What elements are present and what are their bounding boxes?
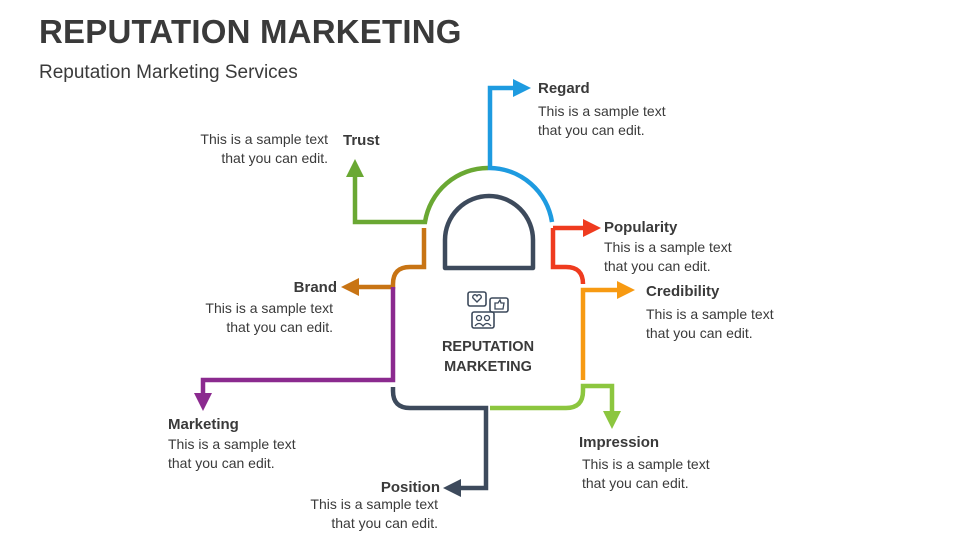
trust-label: Trust	[343, 132, 380, 149]
marketing-label: Marketing	[168, 416, 239, 433]
center-label-line2: MARKETING	[444, 359, 532, 375]
regard-desc-line2: that you can edit.	[538, 122, 645, 138]
marketing-desc-line2: that you can edit.	[168, 455, 275, 471]
marketing-desc: This is a sample text that you can edit.	[168, 435, 296, 473]
brand-connector	[341, 228, 427, 296]
popularity-label: Popularity	[604, 219, 678, 236]
position-desc-line2: that you can edit.	[331, 515, 438, 531]
regard-label: Regard	[538, 80, 590, 97]
brand-desc-line1: This is a sample text	[205, 300, 333, 316]
position-connector	[390, 387, 489, 497]
position-desc: This is a sample text that you can edit.	[298, 495, 438, 533]
brand-desc: This is a sample text that you can edit.	[193, 299, 333, 337]
impression-desc-line2: that you can edit.	[582, 475, 689, 491]
credibility-desc-line2: that you can edit.	[646, 325, 753, 341]
credibility-label: Credibility	[646, 283, 720, 300]
popularity-desc-line2: that you can edit.	[604, 258, 711, 274]
trust-connector	[346, 159, 489, 225]
popularity-connector	[550, 228, 592, 285]
impression-desc-line1: This is a sample text	[582, 456, 710, 472]
page-subtitle: Reputation Marketing Services	[39, 62, 298, 83]
regard-desc-line1: This is a sample text	[538, 103, 666, 119]
position-desc-line1: This is a sample text	[310, 496, 438, 512]
credibility-desc-line1: This is a sample text	[646, 306, 774, 322]
regard-desc: This is a sample text that you can edit.	[538, 102, 666, 140]
impression-label: Impression	[579, 434, 660, 451]
inner-shackle	[442, 193, 536, 271]
credibility-connector	[580, 281, 635, 380]
impression-connector	[490, 383, 621, 429]
trust-desc-line2: that you can edit.	[221, 150, 328, 166]
marketing-connector	[194, 287, 396, 411]
page-title: REPUTATION MARKETING	[39, 13, 462, 50]
regard-connector	[487, 79, 555, 223]
position-label: Position	[380, 479, 440, 496]
impression-desc: This is a sample text that you can edit.	[582, 455, 710, 493]
trust-desc: This is a sample text that you can edit.	[188, 130, 328, 168]
brand-label: Brand	[293, 279, 337, 296]
trust-desc-line1: This is a sample text	[200, 131, 328, 147]
center-label-line1: REPUTATION	[441, 339, 535, 355]
marketing-desc-line1: This is a sample text	[168, 436, 296, 452]
popularity-desc: This is a sample text that you can edit.	[604, 238, 732, 276]
brand-desc-line2: that you can edit.	[226, 319, 333, 335]
popularity-desc-line1: This is a sample text	[604, 239, 732, 255]
credibility-desc: This is a sample text that you can edit.	[646, 305, 774, 343]
center-label: REPUTATION MARKETING	[418, 337, 558, 377]
social-feedback-icon	[467, 291, 509, 329]
